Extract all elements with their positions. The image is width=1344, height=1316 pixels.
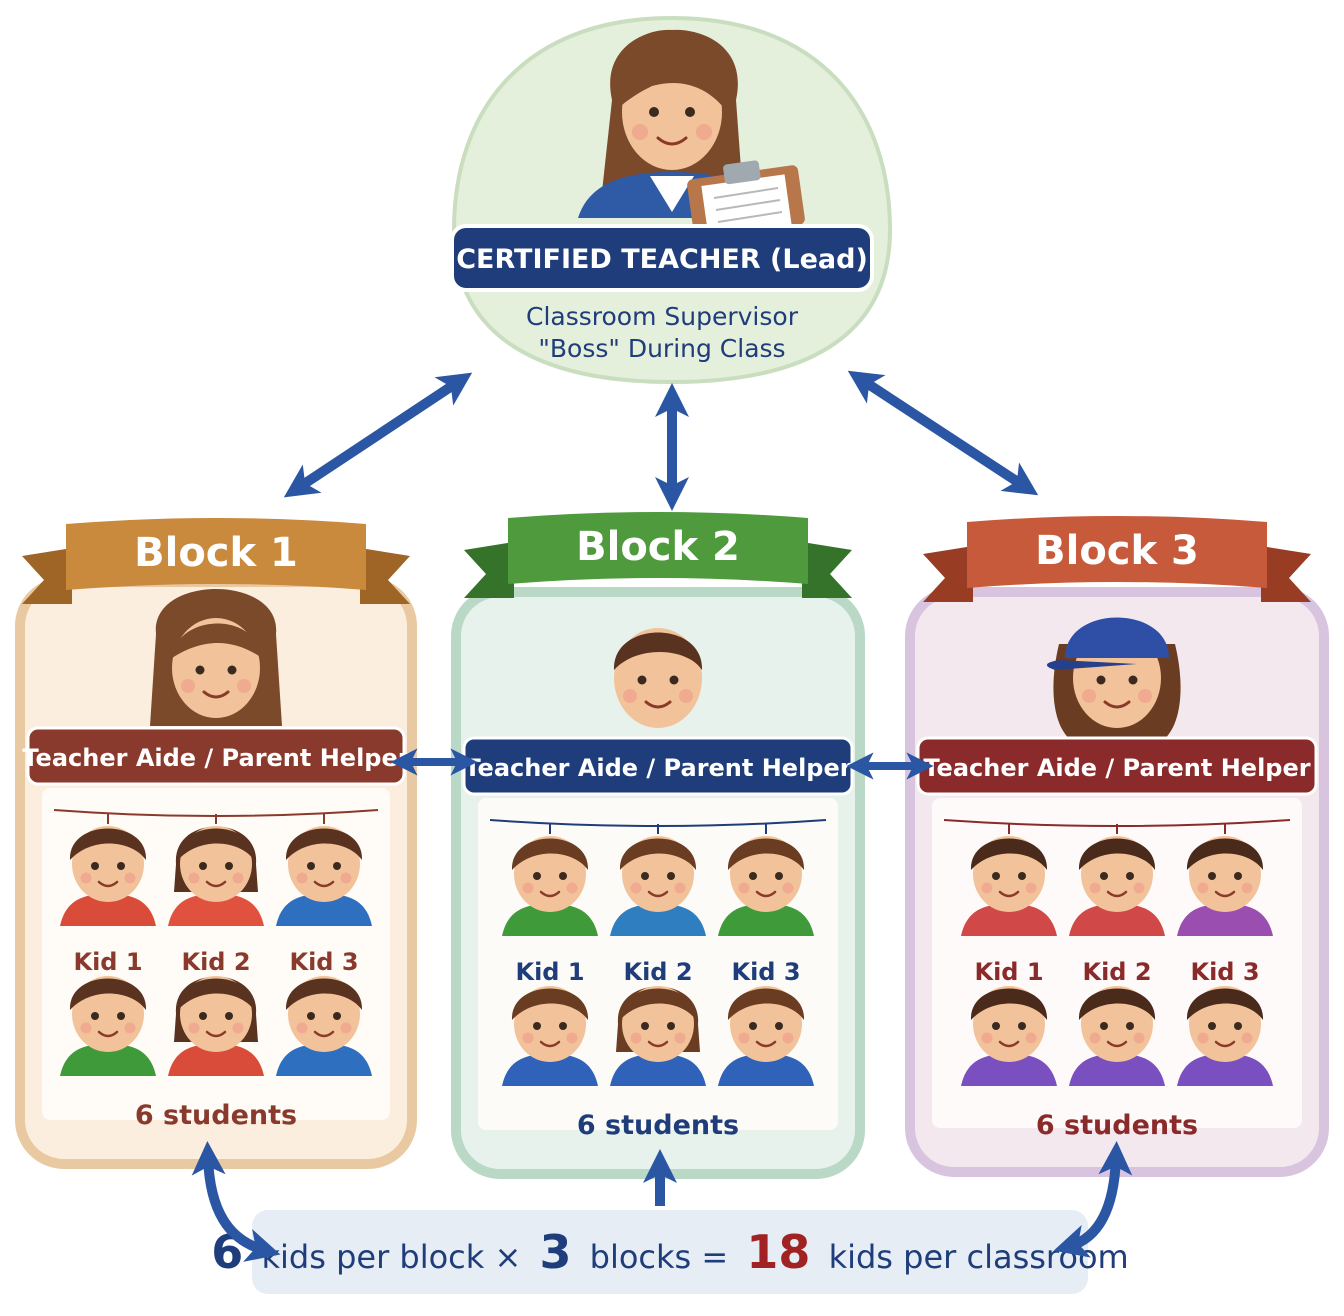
block-ribbon: Block 3: [923, 516, 1311, 602]
formula-connector-arrows: [191, 1141, 1133, 1262]
kid-avatar: [168, 976, 264, 1076]
kid-avatar: [502, 986, 598, 1086]
lead-connector-arrows: [283, 370, 1039, 512]
lead-subtitle-1: Classroom Supervisor: [526, 302, 799, 331]
kid-avatar: [610, 986, 706, 1086]
kid-label: Kid 1: [73, 948, 142, 976]
helper-label: Teacher Aide / Parent Helper: [923, 754, 1310, 782]
kid-avatar: [276, 976, 372, 1076]
kid-label: Kid 1: [974, 958, 1043, 986]
arrow-lead-block3: [847, 370, 1039, 496]
kid-avatar: [1069, 824, 1165, 936]
ribbon-tail-left: [22, 548, 72, 604]
ribbon-tail-right: [802, 542, 852, 598]
lead-teacher-node: CERTIFIED TEACHER (Lead) Classroom Super…: [450, 15, 893, 385]
lead-subtitle-2: "Boss" During Class: [538, 334, 785, 363]
kid-label: Kid 3: [289, 948, 358, 976]
formula-kids-per-block-label: kids per block ×: [261, 1238, 521, 1276]
ribbon-tail-right: [1261, 546, 1311, 602]
helper-label: Teacher Aide / Parent Helper: [22, 744, 409, 772]
block-title: Block 1: [134, 530, 298, 576]
block-ribbon: Block 2: [464, 512, 852, 598]
kid-avatar: [610, 824, 706, 936]
formula-total-number: 18: [746, 1225, 810, 1279]
kid-avatar: [1177, 986, 1273, 1086]
formula-blocks-number: 3: [539, 1225, 571, 1279]
lead-title-bar: [450, 224, 874, 292]
kid-avatar: [168, 814, 264, 926]
block-ribbon: Block 1: [22, 518, 410, 604]
kid-avatar: [961, 824, 1057, 936]
kid-avatar: [276, 814, 372, 926]
student-count: 6 students: [577, 1110, 739, 1141]
kid-label: Kid 3: [731, 958, 800, 986]
ribbon-band: [508, 512, 808, 584]
kid-avatar: [60, 976, 156, 1076]
arrow-block3-formula: [1053, 1141, 1133, 1258]
kid-label: Kid 2: [1082, 958, 1151, 986]
kid-avatar: [718, 986, 814, 1086]
ribbon-tail-right: [360, 548, 410, 604]
formula-bar: [252, 1210, 1088, 1294]
ribbon-tail-left: [923, 546, 973, 602]
kid-avatar: [1069, 986, 1165, 1086]
kid-label: Kid 2: [181, 948, 250, 976]
helper-label: Teacher Aide / Parent Helper: [464, 754, 851, 782]
block-title: Block 2: [576, 524, 740, 570]
kid-avatar: [961, 986, 1057, 1086]
helper-connector-arrows: [390, 748, 934, 780]
kid-avatar: [502, 824, 598, 936]
kid-label: Kid 1: [515, 958, 584, 986]
kid-label: Kid 3: [1190, 958, 1259, 986]
arrow-block1-formula: [191, 1141, 281, 1262]
clipboard-icon: [687, 160, 805, 239]
block-title: Block 3: [1035, 528, 1199, 574]
ribbon-band: [967, 516, 1267, 588]
kid-avatar: [1177, 824, 1273, 936]
formula-node: 6 kids per block × 3 blocks = 18 kids pe…: [211, 1210, 1129, 1294]
formula-blocks-label: blocks =: [590, 1238, 729, 1276]
kid-label: Kid 2: [623, 958, 692, 986]
lead-title: CERTIFIED TEACHER (Lead): [456, 244, 868, 275]
ribbon-tail-left: [464, 542, 514, 598]
ribbon-band: [66, 518, 366, 590]
kid-avatar: [60, 814, 156, 926]
student-count: 6 students: [1036, 1110, 1198, 1141]
arrow-lead-block1: [283, 372, 473, 498]
kid-avatar: [718, 824, 814, 936]
student-count: 6 students: [135, 1100, 297, 1131]
